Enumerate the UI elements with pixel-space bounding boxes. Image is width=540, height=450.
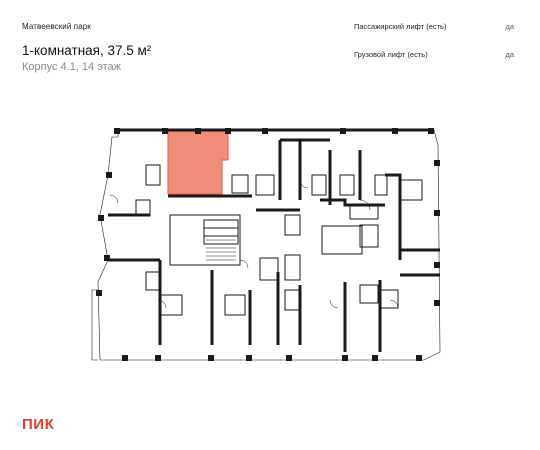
header: Матвеевский парк 1-комнатная, 37.5 м² Ко…	[22, 22, 151, 73]
cargo-lift-label: Грузовой лифт (есть)	[354, 50, 428, 59]
passenger-lift-value: да	[505, 22, 514, 31]
lift-info: Пассажирский лифт (есть) да Грузовой лиф…	[354, 22, 514, 78]
highlighted-apartment[interactable]	[167, 129, 229, 195]
passenger-lift-label: Пассажирский лифт (есть)	[354, 22, 447, 31]
cargo-lift-value: да	[505, 50, 514, 59]
passenger-lift-row: Пассажирский лифт (есть) да	[354, 22, 514, 31]
apartment-title: 1-комнатная, 37.5 м²	[22, 43, 152, 58]
cargo-lift-row: Грузовой лифт (есть) да	[354, 50, 514, 59]
apartment-location: Корпус 4.1, 14 этаж	[22, 61, 121, 73]
project-name: Матвеевский парк	[22, 22, 91, 31]
pik-logo[interactable]: ПИК	[22, 416, 55, 433]
